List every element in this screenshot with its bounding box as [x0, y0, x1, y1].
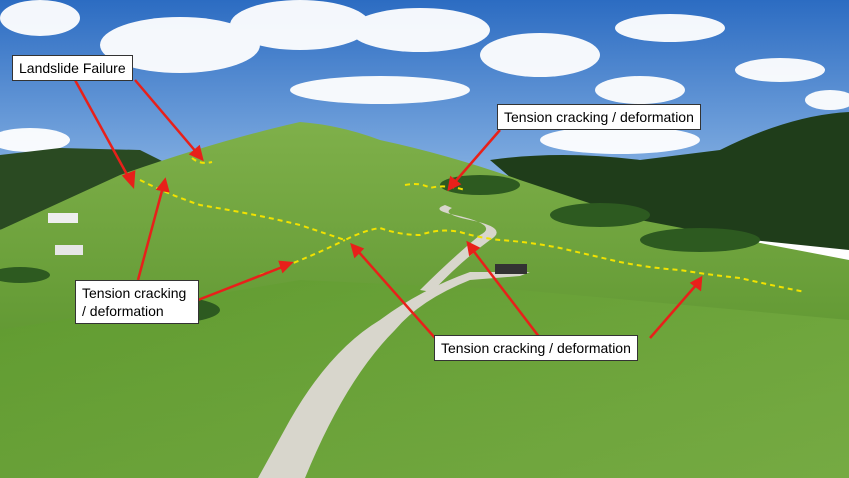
label-line-1: Tension cracking [82, 285, 187, 301]
label-line-2: / deformation [82, 303, 164, 319]
gravel-road [258, 272, 530, 478]
barn [495, 264, 527, 274]
tension-cracking-label-left: Tension cracking / deformation [75, 280, 199, 324]
tension-cracking-label-top-right: Tension cracking / deformation [497, 104, 701, 130]
clouds [0, 0, 849, 154]
foreground-field [0, 280, 849, 478]
house [48, 213, 78, 223]
gravel-road-upper [420, 205, 497, 292]
annotation-arrows [73, 79, 703, 339]
landslide-failure-label: Landslide Failure [12, 55, 133, 81]
shed [55, 245, 83, 255]
tension-cracking-label-bottom: Tension cracking / deformation [434, 335, 638, 361]
